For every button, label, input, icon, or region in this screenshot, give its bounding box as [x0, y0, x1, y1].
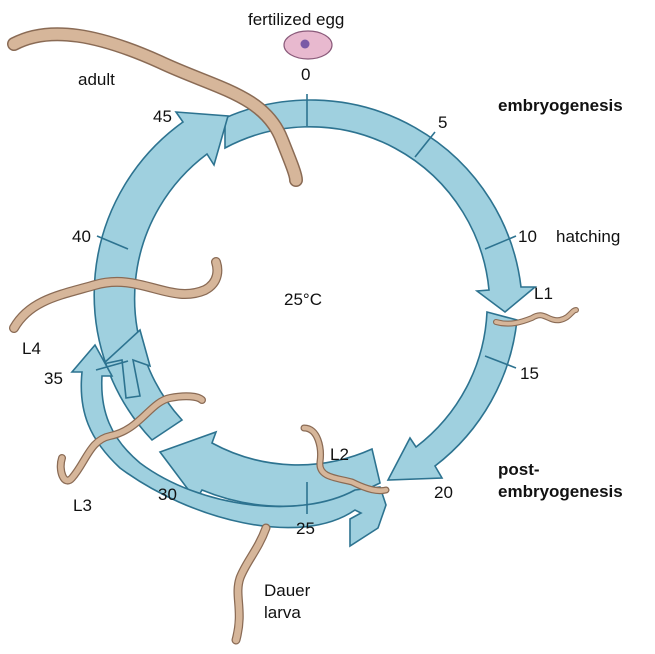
- l4-label: L4: [22, 339, 41, 358]
- arrow-l1-to-l2: [388, 312, 517, 480]
- hour-label-30: 30: [158, 485, 177, 504]
- adult-label: adult: [78, 70, 115, 89]
- hour-label-35: 35: [44, 369, 63, 388]
- hatching-label: hatching: [556, 227, 620, 246]
- dauer-label-line2: larva: [264, 603, 301, 622]
- post-embryogenesis-label-line1: post-: [498, 460, 540, 479]
- dauer-larva-worm-icon: [236, 528, 266, 640]
- hour-label-10: 10: [518, 227, 537, 246]
- hour-label-15: 15: [520, 364, 539, 383]
- hour-label-40: 40: [72, 227, 91, 246]
- embryogenesis-label: embryogenesis: [498, 96, 623, 115]
- l3-label: L3: [73, 496, 92, 515]
- arrow-l3-to-adult: [94, 112, 228, 440]
- fertilized-egg-label: fertilized egg: [248, 10, 344, 29]
- hour-label-20: 20: [434, 483, 453, 502]
- l1-label: L1: [534, 284, 553, 303]
- dauer-label-line1: Dauer: [264, 581, 311, 600]
- post-embryogenesis-label-line2: embryogenesis: [498, 482, 623, 501]
- temperature-label: 25°C: [284, 290, 322, 309]
- hour-label-0: 0: [301, 65, 310, 84]
- hour-label-5: 5: [438, 113, 447, 132]
- hour-label-45: 45: [153, 107, 172, 126]
- hour-label-25: 25: [296, 519, 315, 538]
- egg-nucleus-icon: [301, 40, 310, 49]
- l2-label: L2: [330, 445, 349, 464]
